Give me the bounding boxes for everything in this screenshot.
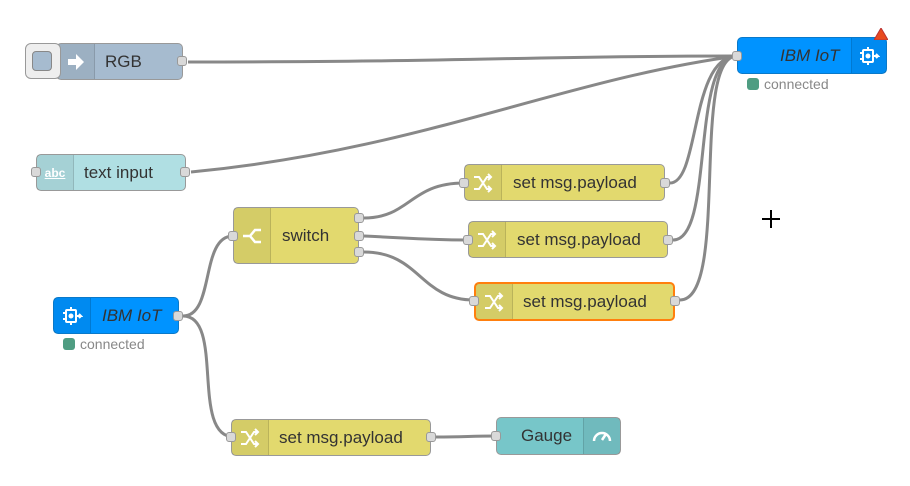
status-indicator: connected [63, 336, 145, 352]
output-port[interactable] [426, 432, 436, 442]
output-port[interactable] [663, 235, 673, 245]
node-label: set msg.payload [279, 427, 403, 447]
node-ibm-iot-in[interactable]: IBM IoT [53, 297, 179, 334]
node-text-input[interactable]: abc text input [36, 154, 186, 191]
wire-change3-to-ibm-iot [679, 54, 738, 302]
node-label: text input [84, 162, 153, 182]
output-port[interactable] [180, 167, 190, 177]
node-change-3[interactable]: set msg.payload [474, 282, 675, 321]
node-change-1[interactable]: set msg.payload [464, 164, 665, 201]
node-label: RGB [105, 51, 142, 71]
input-port[interactable] [226, 432, 236, 442]
shuffle-icon [232, 420, 269, 455]
node-change-2[interactable]: set msg.payload [468, 221, 668, 258]
node-label: set msg.payload [517, 229, 641, 249]
inject-button[interactable] [25, 43, 61, 79]
wire-switch-to-change3 [363, 250, 475, 302]
node-label: IBM IoT [780, 45, 840, 65]
output-port-3[interactable] [354, 247, 364, 257]
node-label: set msg.payload [513, 172, 637, 192]
ibm-iot-icon [54, 298, 91, 333]
input-port[interactable] [459, 178, 469, 188]
wire-rgb-to-ibm-iot [187, 54, 738, 64]
shuffle-icon [476, 284, 513, 319]
output-port[interactable] [173, 311, 183, 321]
gauge-icon [583, 418, 620, 454]
wire-switch-to-change2 [363, 234, 469, 242]
output-port[interactable] [670, 296, 680, 306]
node-label: set msg.payload [523, 291, 647, 311]
node-label: IBM IoT [102, 305, 162, 325]
node-switch[interactable]: switch [233, 207, 359, 264]
node-gauge[interactable]: Gauge [496, 417, 621, 455]
node-ibm-iot-out[interactable]: IBM IoT [737, 37, 887, 74]
input-port[interactable] [732, 51, 742, 61]
input-port[interactable] [491, 431, 501, 441]
output-port[interactable] [660, 178, 670, 188]
output-port-2[interactable] [354, 231, 364, 241]
node-label: Gauge [521, 426, 573, 445]
status-dot-icon [63, 338, 75, 350]
ibm-iot-icon [851, 38, 886, 73]
node-change-4[interactable]: set msg.payload [231, 419, 431, 456]
input-port[interactable] [463, 235, 473, 245]
wire-ibm-iot-in-to-change4 [182, 314, 235, 439]
wire-switch-to-change1 [363, 181, 465, 220]
input-port[interactable] [228, 231, 238, 241]
shuffle-icon [469, 222, 506, 257]
status-indicator: connected [747, 76, 829, 92]
output-port-1[interactable] [354, 213, 364, 223]
status-dot-icon [747, 78, 759, 90]
status-text: connected [764, 76, 829, 92]
wire-ibm-iot-in-to-switch [182, 234, 234, 318]
inject-icon [57, 44, 95, 79]
text-input-icon: abc [37, 155, 74, 190]
input-port[interactable] [469, 296, 479, 306]
input-port[interactable] [31, 167, 41, 177]
warning-icon [874, 28, 888, 40]
node-rgb[interactable]: RGB [56, 43, 183, 80]
shuffle-icon [465, 165, 502, 200]
node-label: switch [282, 225, 330, 245]
wire-change4-to-gauge [435, 434, 498, 439]
wire-change2-to-ibm-iot [672, 54, 738, 242]
wire-change1-to-ibm-iot [669, 54, 738, 185]
wire-text-input-to-ibm-iot [190, 54, 738, 174]
output-port[interactable] [177, 56, 187, 66]
status-text: connected [80, 336, 145, 352]
switch-icon [234, 208, 271, 263]
crosshair-cursor [762, 210, 780, 228]
